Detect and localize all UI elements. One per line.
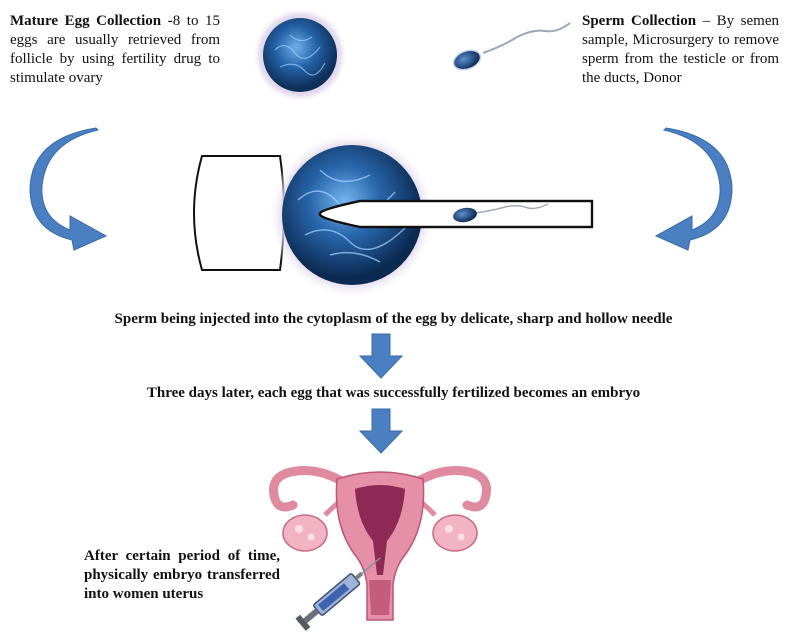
down-arrow-icon — [358, 408, 404, 454]
injection-step-text: Sperm being injected into the cytoplasm … — [114, 311, 673, 327]
egg-collection-title: Mature Egg Collection - — [10, 13, 173, 29]
left-curved-arrow-icon — [29, 127, 108, 251]
uterus-icon — [269, 466, 491, 621]
syringe-icon — [295, 557, 381, 631]
down-arrow-icon — [358, 333, 404, 379]
egg-collection-body: 8 to 15 eggs are usually retrieved from … — [10, 13, 221, 86]
sperm-icon — [452, 22, 571, 71]
embryo-step-text: Three days later, each egg that was succ… — [146, 385, 641, 401]
injection-diagram — [193, 131, 594, 299]
mature-egg-icon — [252, 7, 348, 103]
transfer-step-text: After certain period of time, physically… — [84, 548, 280, 602]
right-curved-arrow-icon — [654, 127, 733, 251]
egg-collection-text: Mature Egg Collection -8 to 15 eggs are … — [10, 12, 220, 88]
sperm-collection-text: Sperm Collection – By semen sample, Micr… — [582, 12, 779, 88]
sperm-collection-title: Sperm Collection — [582, 13, 697, 29]
sperm-in-needle-icon — [453, 203, 549, 223]
sperm-collection-body: – By semen sample, Microsurgery to remov… — [582, 13, 779, 86]
